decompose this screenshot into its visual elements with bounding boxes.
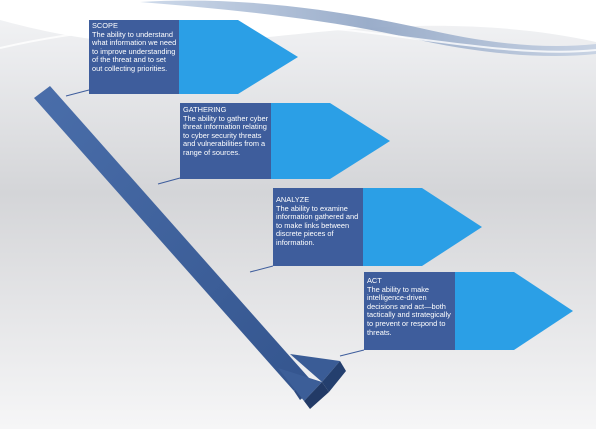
- connector-gathering: [157, 177, 181, 185]
- diagonal-arrow: [34, 86, 346, 409]
- step-act-title: ACT: [367, 277, 382, 285]
- step-gathering-box: [180, 103, 271, 179]
- step-act-box: [364, 272, 455, 350]
- step-act-pointer: [454, 272, 573, 350]
- connector-lines: [65, 89, 365, 357]
- connector-scope: [65, 89, 90, 97]
- step-gathering-description: The ability to gather cyber threat infor…: [183, 113, 269, 157]
- step-gathering-title: GATHERING: [183, 106, 227, 114]
- step-gathering-text: GATHERING The ability to gather cyber th…: [183, 106, 269, 178]
- step-analyze-pointer: [362, 188, 482, 266]
- step-analyze-description: The ability to examine information gathe…: [276, 203, 359, 247]
- step-act: [364, 272, 573, 350]
- step-act-description: The ability to make intelligence-driven …: [367, 284, 451, 337]
- step-analyze: [273, 188, 482, 266]
- connector-act: [339, 349, 365, 357]
- step-analyze-text: ANALYZE The ability to examine informati…: [276, 196, 362, 264]
- step-scope-description: The ability to understand what informati…: [92, 29, 177, 73]
- step-analyze-box: [273, 188, 363, 266]
- step-gathering: [180, 103, 390, 179]
- step-gathering-pointer: [270, 103, 390, 179]
- step-analyze-title: ANALYZE: [276, 196, 310, 204]
- step-scope-text: SCOPE The ability to understand what inf…: [92, 22, 178, 92]
- connector-analyze: [249, 265, 274, 273]
- step-scope-box: [89, 20, 179, 94]
- step-act-text: ACT The ability to make intelligence-dri…: [367, 277, 453, 349]
- step-scope: [89, 20, 298, 94]
- step-scope-pointer: [178, 20, 298, 94]
- step-scope-title: SCOPE: [92, 22, 118, 30]
- top-wave-blue: [140, 0, 596, 57]
